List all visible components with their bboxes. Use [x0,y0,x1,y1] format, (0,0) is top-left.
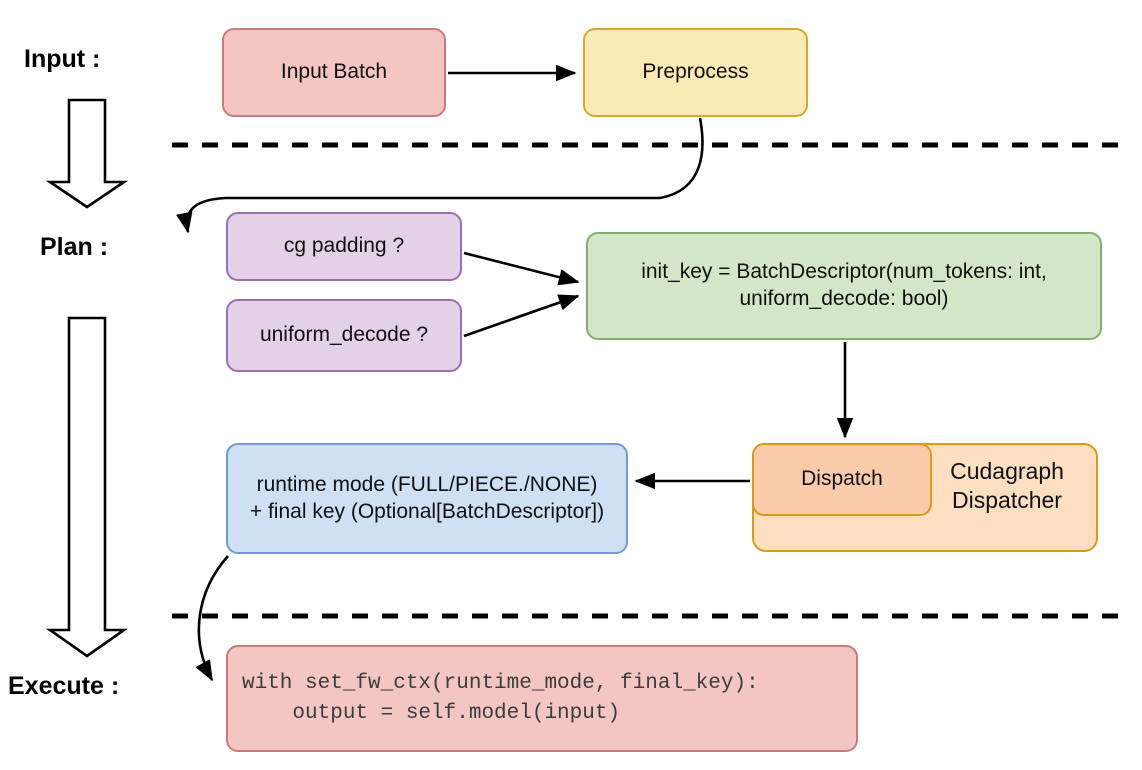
node-code-block-label: with set_fw_ctx(runtime_mode, final_key)… [242,671,759,725]
node-cudagraph-dispatcher-label: Cudagraph Dispatcher [950,458,1064,514]
node-init-key[interactable]: init_key = BatchDescriptor(num_tokens: i… [586,232,1102,340]
stage-label-input: Input : [24,45,101,73]
node-code-block[interactable]: with set_fw_ctx(runtime_mode, final_key)… [226,645,858,752]
runtime-mode-to-code-block [195,555,229,682]
cg-padding-to-init-key [463,251,580,286]
node-dispatch-label: Dispatch [801,467,883,491]
stage-label-plan: Plan : [40,233,109,261]
uniform-decode-to-init-key [463,294,580,338]
node-dispatch[interactable]: Dispatch [752,443,932,516]
node-cg-padding[interactable]: cg padding ? [226,212,462,281]
node-uniform-decode-label: uniform_decode ? [259,323,429,347]
node-input-batch-label: Input Batch [280,60,388,84]
node-init-key-label: init_key = BatchDescriptor(num_tokens: i… [641,260,1047,310]
node-cg-padding-label: cg padding ? [283,234,405,258]
node-preprocess[interactable]: Preprocess [583,28,808,117]
stage-label-execute: Execute : [8,672,120,700]
node-preprocess-label: Preprocess [642,60,749,84]
plan-to-execute-arrow [45,316,129,658]
node-runtime-mode[interactable]: runtime mode (FULL/PIECE./NONE) + final … [226,443,628,554]
node-uniform-decode[interactable]: uniform_decode ? [226,299,462,372]
node-input-batch[interactable]: Input Batch [222,28,446,117]
node-runtime-mode-label: runtime mode (FULL/PIECE./NONE) + final … [249,472,605,523]
input-to-plan-arrow [45,98,129,209]
